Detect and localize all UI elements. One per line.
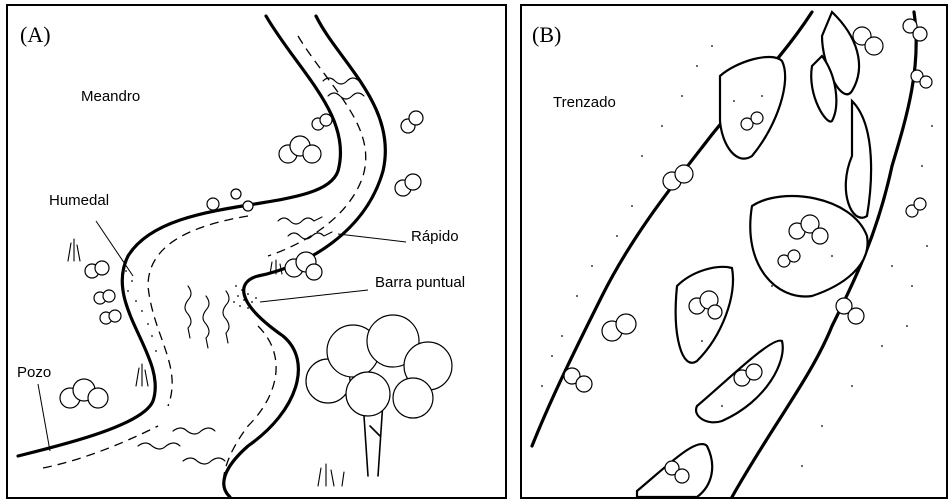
bush-icon: [60, 379, 108, 408]
braid-bar: [846, 101, 871, 218]
grass-icon: [136, 364, 148, 386]
panel-meandering-river: (A) Meandro Humedal Rápido Barra puntual…: [6, 4, 507, 499]
grass-icon: [318, 464, 344, 486]
panel-a-tag: (A): [20, 22, 51, 48]
meander-title: Meandro: [80, 88, 141, 105]
current-arrow: [138, 443, 180, 449]
current-arrow: [185, 286, 191, 338]
current-arrow: [288, 232, 332, 239]
bush-icon: [85, 261, 109, 278]
grass-icon: [68, 239, 80, 261]
braid-bar: [720, 57, 785, 159]
current-arrow: [278, 217, 322, 224]
bush-icon: [94, 290, 115, 304]
leader-rapido: [338, 234, 406, 242]
bush-icon: [285, 252, 322, 280]
bush-icon: [395, 174, 421, 196]
panel-b-tag: (B): [532, 22, 561, 48]
bush-icon: [602, 314, 636, 341]
label-barra-puntual: Barra puntual: [374, 274, 466, 291]
label-rapido: Rápido: [410, 228, 460, 245]
bush-icon: [906, 198, 926, 217]
current-arrow: [173, 428, 215, 434]
leader-pozo: [38, 384, 50, 451]
current-arrow: [328, 93, 364, 99]
bush-icon: [312, 114, 332, 130]
panel-braided-river: (B) Trenzado: [520, 4, 948, 499]
current-arrow: [223, 291, 229, 343]
label-pozo: Pozo: [16, 364, 52, 381]
tree-icon: [306, 315, 452, 476]
bush-icon: [663, 165, 693, 190]
braided-title: Trenzado: [552, 94, 617, 111]
label-humedal: Humedal: [48, 192, 110, 209]
bush-icon: [401, 111, 423, 133]
bush-icon: [911, 70, 932, 88]
meander-illustration: [8, 6, 505, 497]
bush-icon: [100, 310, 121, 324]
bush-icon: [279, 136, 321, 163]
current-arrow: [203, 296, 209, 348]
channel-dash-middle: [148, 216, 248, 406]
braid-bar: [750, 196, 867, 296]
bush-icon: [836, 298, 864, 324]
leader-barra: [260, 290, 368, 302]
bush-icon: [564, 368, 592, 392]
braided-illustration: [522, 6, 946, 497]
current-arrow: [183, 458, 225, 464]
bush-icon: [903, 19, 927, 41]
braid-bar: [676, 267, 733, 363]
